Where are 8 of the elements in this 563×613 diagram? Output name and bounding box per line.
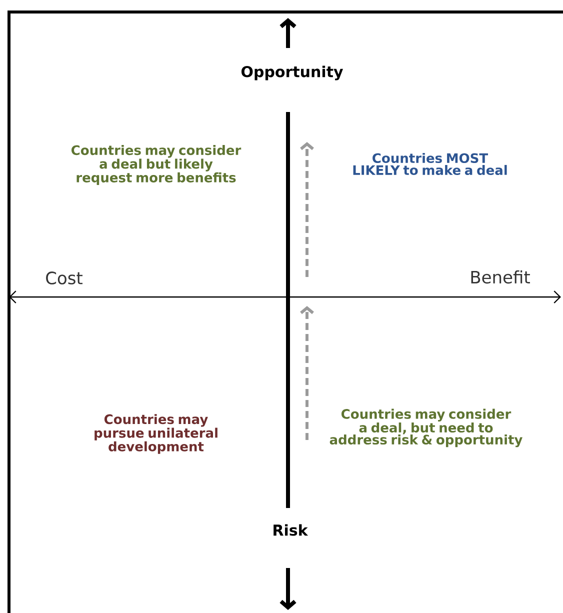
axis-label: Cost: [46, 272, 82, 284]
axis-label: Risk: [274, 524, 308, 536]
quadrant-text: Countries may consider a deal but likely request more benefits: [72, 145, 242, 185]
quadrant-text: Countries MOST LIKELY to make a deal: [353, 152, 507, 176]
axis-label: Benefit: [471, 270, 530, 284]
axis-label: Opportunity: [241, 66, 343, 80]
quadrant-text: Countries may pursue unilateral development: [94, 414, 218, 454]
quadrant-text: Countries may consider a deal, but need to address risk & opportunity: [330, 408, 522, 448]
